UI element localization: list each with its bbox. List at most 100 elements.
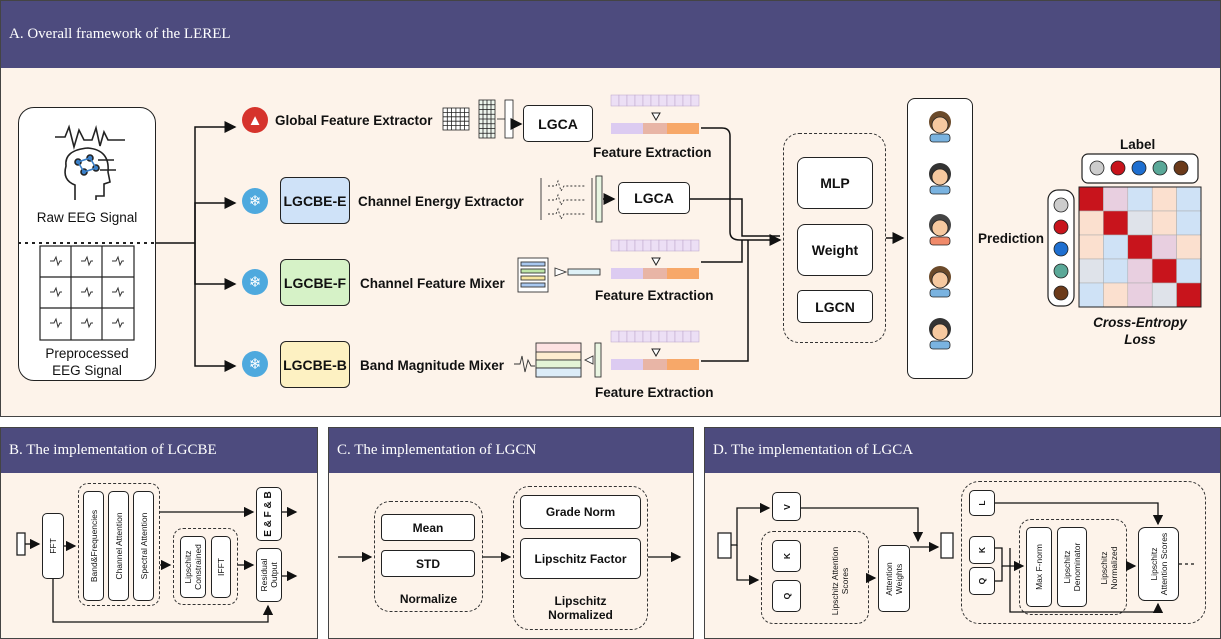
fft-box: FFT bbox=[42, 513, 64, 579]
strip-cell bbox=[667, 359, 675, 370]
strip-cell bbox=[643, 123, 651, 134]
matrix-cell bbox=[1151, 258, 1177, 284]
strip-cell bbox=[674, 239, 684, 252]
panel-a: A. Overall framework of the LEREL bbox=[0, 0, 1221, 417]
lipschitz-normalized-label: Lipschitz Normalized bbox=[548, 594, 613, 622]
strip-cell bbox=[674, 330, 684, 343]
normalize-group bbox=[374, 501, 483, 612]
matrix-cell bbox=[1176, 210, 1202, 236]
class-dot bbox=[1053, 197, 1069, 213]
matrix-cell bbox=[1127, 258, 1153, 284]
matrix-cell bbox=[1176, 234, 1202, 260]
strip-cell bbox=[658, 94, 668, 107]
strip-cell bbox=[659, 359, 667, 370]
mean-box: Mean bbox=[381, 514, 475, 541]
strip-cell bbox=[659, 268, 667, 279]
strip-cell bbox=[650, 239, 660, 252]
strip-cell bbox=[683, 123, 691, 134]
spectral-attention-box: Spectral Attention bbox=[133, 491, 154, 601]
normalize-label: Normalize bbox=[399, 592, 458, 606]
feature-strips bbox=[610, 94, 700, 370]
strip-cell bbox=[683, 268, 691, 279]
strip-cell bbox=[666, 94, 676, 107]
std-box: STD bbox=[381, 550, 475, 577]
strip-cell bbox=[683, 359, 691, 370]
label-dot bbox=[1131, 160, 1147, 176]
matrix-cell bbox=[1127, 234, 1153, 260]
strip-cell bbox=[635, 359, 643, 370]
panel-a-title: A. Overall framework of the LEREL bbox=[1, 1, 1220, 68]
matrix-cell bbox=[1078, 210, 1104, 236]
channel-attention-box: Channel Attention bbox=[108, 491, 129, 601]
label-dot bbox=[1089, 160, 1105, 176]
panel-b-title: B. The implementation of LGCBE bbox=[1, 428, 317, 473]
strip-cell bbox=[675, 123, 683, 134]
q2-box: Q bbox=[969, 567, 995, 595]
strip-cell bbox=[627, 359, 635, 370]
lipschitz-normalized-group bbox=[513, 486, 648, 630]
lgcbe-b-box: LGCBE-B bbox=[280, 341, 350, 388]
channel-energy-extractor-label: Channel Energy Extractor bbox=[358, 194, 524, 209]
matrix-cell bbox=[1151, 210, 1177, 236]
strip-cell bbox=[682, 94, 692, 107]
label-dot bbox=[1110, 160, 1126, 176]
strip-cell bbox=[618, 94, 628, 107]
squiggle bbox=[81, 317, 93, 329]
mixer-icon bbox=[517, 257, 601, 293]
matrix-cell bbox=[1176, 186, 1202, 212]
lipschitz-group bbox=[173, 528, 238, 605]
face-icon bbox=[929, 318, 951, 350]
squiggle bbox=[50, 317, 62, 329]
snowflake-icon: ❄ bbox=[242, 269, 268, 295]
strip-cell bbox=[682, 239, 692, 252]
strip-cell bbox=[642, 239, 652, 252]
mlp-box: MLP bbox=[797, 157, 873, 209]
prediction-label: Prediction bbox=[978, 231, 1045, 246]
strip-cell bbox=[619, 359, 627, 370]
feature-extraction-label-2: Feature Extraction bbox=[595, 288, 714, 303]
strip-cell bbox=[627, 123, 635, 134]
strip-cell bbox=[690, 330, 700, 343]
band-frequencies-box: Band&Frequencies bbox=[83, 491, 104, 601]
matrix-cell bbox=[1078, 282, 1104, 308]
face-icon bbox=[929, 163, 951, 195]
strip-cell bbox=[635, 123, 643, 134]
down-arrow-icon bbox=[651, 348, 661, 358]
strip-cell bbox=[658, 239, 668, 252]
lgcn-box: LGCN bbox=[797, 290, 873, 323]
matrix-border bbox=[1078, 186, 1202, 308]
strip-cell bbox=[691, 359, 699, 370]
matrix-cell bbox=[1103, 282, 1129, 308]
strip-cell bbox=[666, 330, 676, 343]
strip-cell bbox=[642, 94, 652, 107]
matrix-cell bbox=[1127, 186, 1153, 212]
band-magnitude-mixer-label: Band Magnitude Mixer bbox=[360, 358, 505, 373]
lipschitz-factor-box: Lipschitz Factor bbox=[520, 538, 641, 579]
confusion-matrix bbox=[1078, 186, 1202, 308]
strip-cell bbox=[643, 268, 651, 279]
strip-cell bbox=[627, 268, 635, 279]
strip-cell bbox=[611, 359, 619, 370]
strip-cell bbox=[634, 239, 644, 252]
lip-attn-scores-box: Lipschitz Attention Scores bbox=[1138, 527, 1179, 601]
lgcbe-e-box: LGCBE-E bbox=[280, 177, 350, 224]
matrix-cell bbox=[1176, 258, 1202, 284]
strip-cell bbox=[643, 359, 651, 370]
feature-strip bbox=[610, 94, 700, 134]
l-box: L bbox=[969, 490, 995, 516]
electrode-grid bbox=[39, 245, 135, 341]
raw-eeg-label: Raw EEG Signal bbox=[36, 210, 138, 225]
label-title: Label bbox=[1120, 137, 1156, 152]
squiggle bbox=[81, 255, 93, 267]
feature-extraction-label-3: Feature Extraction bbox=[595, 385, 714, 400]
strip-cell bbox=[667, 123, 675, 134]
strip-cell bbox=[659, 123, 667, 134]
strip-cell bbox=[611, 123, 619, 134]
fire-icon: ▲ bbox=[242, 107, 268, 133]
strip-cell bbox=[650, 94, 660, 107]
strip-cell bbox=[675, 359, 683, 370]
label-dot bbox=[1152, 160, 1168, 176]
fusion-group bbox=[783, 133, 886, 343]
face-icon bbox=[929, 266, 951, 298]
matrix-cell bbox=[1103, 234, 1129, 260]
